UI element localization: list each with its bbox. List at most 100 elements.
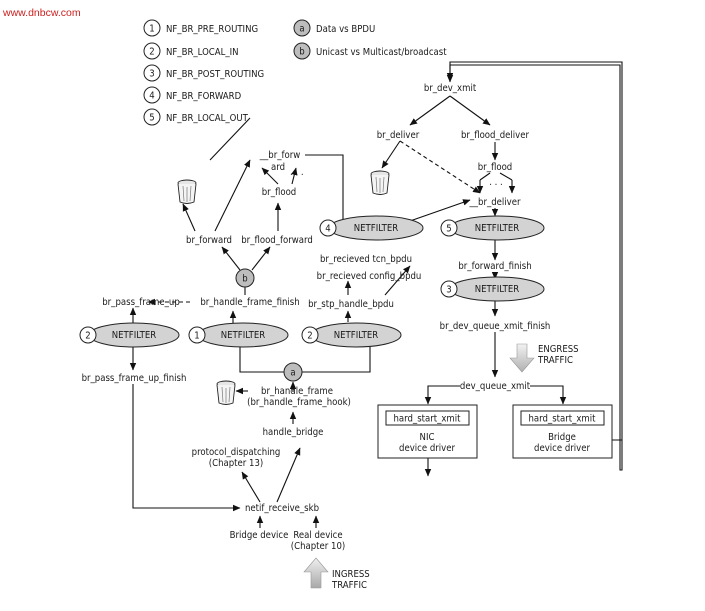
node-protocol-dispatching: protocol_dispatching — [192, 447, 281, 458]
node-br-stp-handle-bpdu: br_stp_handle_bpdu — [308, 299, 394, 310]
node-br-flood-left: br_flood — [262, 187, 296, 198]
node-real-device: Real device — [293, 530, 342, 541]
node-bridge-device: Bridge device — [230, 530, 289, 541]
arrow-to-bridge-driver — [530, 385, 567, 405]
netfilter-2-right: NETFILTER 2 — [301, 322, 402, 348]
netfilter-label: NETFILTER — [354, 223, 399, 234]
legend-number: 4 — [149, 91, 154, 102]
hook-number: 3 — [446, 285, 451, 296]
hook-circle — [188, 326, 206, 344]
legend-number: 3 — [149, 69, 154, 80]
node-br-forward-finish: br_forward_finish — [458, 261, 531, 272]
netfilter-label: NETFILTER — [221, 330, 266, 341]
netfilter-1: NETFILTER 1 — [188, 322, 289, 348]
decision-letter: a — [290, 368, 295, 379]
legend-item-1: 1 NF_BR_PRE_ROUTING — [143, 19, 258, 37]
arrow-br-deliver-to-deliver — [399, 140, 481, 194]
netfilter-4: NETFILTER 4 — [319, 215, 424, 241]
node-handle-bridge: handle_bridge — [263, 427, 324, 438]
node-br-forward: br_forward — [186, 235, 232, 246]
arrow-br-deliver-to-trash — [381, 140, 401, 169]
engress-label-1: ENGRESS — [538, 344, 579, 355]
legend-text: Data vs BPDU — [316, 24, 375, 35]
netfilter-3: NETFILTER 3 — [440, 276, 545, 302]
node-br-handle-frame: br_handle_frame — [261, 386, 333, 397]
watermark: www.dnbcw.com — [2, 7, 81, 19]
hook-circle — [319, 219, 337, 237]
legend-item-a: a Data vs BPDU — [293, 19, 375, 37]
node-br-flood-forward: br_flood_forward — [241, 235, 313, 246]
engress-label-2: TRAFFIC — [537, 355, 573, 366]
arrow-stp-to-tcn — [384, 265, 411, 296]
hard-start-xmit-label: hard_start_xmit — [529, 414, 597, 425]
legend-text: NF_BR_FORWARD — [166, 91, 242, 102]
arrow-br-forward-to-br-forw — [214, 159, 251, 232]
ingress-label-2: TRAFFIC — [331, 580, 367, 591]
netfilter-5: NETFILTER 5 — [440, 215, 545, 241]
decision-b: b — [235, 268, 255, 288]
node-br-pass-frame-up-finish: br_pass_frame_up_finish — [82, 373, 187, 384]
decision-a: a — [283, 362, 303, 382]
node-protocol-chapter: (Chapter 13) — [209, 458, 263, 469]
legend-text: NF_BR_PRE_ROUTING — [166, 24, 258, 35]
arrow-netif-to-handle-bridge — [276, 447, 301, 503]
hook-circle — [301, 326, 319, 344]
ingress-traffic-arrow-icon — [303, 557, 329, 589]
arrow-to-br-flood-deliver — [449, 95, 491, 126]
hook-number: 4 — [325, 224, 330, 235]
line-nf4-to-br-forw — [305, 154, 344, 225]
arrow-br-forward-to-trash — [182, 203, 196, 232]
dots-left: · · · — [290, 170, 304, 181]
legend-number: 1 — [149, 24, 154, 35]
bridge-device-driver: hard_start_xmit Bridge device driver — [512, 404, 613, 459]
legend-item-5: 5 NF_BR_LOCAL_OUT — [143, 108, 249, 126]
netfilter-2-left: NETFILTER 2 — [79, 322, 180, 348]
hook-number: 5 — [446, 224, 451, 235]
device-driver-label: device driver — [399, 443, 455, 454]
hook-number: 2 — [307, 331, 312, 342]
decision-letter: b — [242, 274, 247, 285]
hard-start-xmit-box — [385, 410, 470, 426]
bridge-label: Bridge — [548, 432, 576, 443]
netfilter-label: NETFILTER — [112, 330, 157, 341]
hook-number: 1 — [194, 331, 199, 342]
trash-icon — [370, 170, 390, 195]
arrow-b-to-flood-forward — [251, 246, 271, 271]
arrow-pass-finish-to-netif — [132, 384, 241, 512]
node-br-forw-line1: __br_forw — [259, 150, 301, 161]
node-br-deliver: br_deliver — [377, 130, 420, 141]
node-br-dev-xmit: br_dev_xmit — [424, 83, 477, 94]
node-br-recieved-tcn-bpdu: br_recieved tcn_bpdu — [320, 254, 412, 265]
engress-traffic-arrow-icon — [509, 343, 535, 373]
arrow-to-nic-driver — [424, 385, 460, 405]
node-br-deliver-internal: __br_deliver — [468, 197, 521, 208]
node-netif-receive-skb: netif_receive_skb — [245, 503, 319, 514]
netfilter-label: NETFILTER — [475, 223, 520, 234]
line-forward-to-br-forw — [209, 117, 251, 161]
node-br-handle-frame-finish: br_handle_frame_finish — [200, 297, 299, 308]
decision-circle — [283, 362, 303, 382]
dots-right: · · · — [489, 180, 503, 191]
netfilter-label: NETFILTER — [475, 284, 520, 295]
netfilter-label: NETFILTER — [334, 330, 379, 341]
hook-circle — [440, 219, 458, 237]
legend-text: NF_BR_LOCAL_IN — [166, 47, 239, 58]
legend-number: 2 — [149, 47, 154, 58]
node-br-dev-queue-xmit-finish: br_dev_queue_xmit_finish — [440, 321, 551, 332]
node-real-device-chapter: (Chapter 10) — [291, 541, 345, 552]
flood-fan-lines — [479, 172, 513, 181]
node-br-forw-line2: ard — [271, 162, 285, 173]
nic-label: NIC — [420, 432, 435, 443]
node-br-flood-right: br_flood — [478, 162, 512, 173]
arrow-b-to-br-forward — [221, 246, 241, 271]
legend-letter: a — [299, 24, 304, 35]
legend-text: NF_BR_POST_ROUTING — [166, 69, 264, 80]
legend-text: Unicast vs Multicast/broadcast — [316, 47, 447, 58]
node-br-handle-frame-hook: (br_handle_frame_hook) — [247, 397, 351, 408]
arrow-loop-back — [446, 61, 623, 441]
device-driver-label: device driver — [534, 443, 590, 454]
trash-icon — [216, 380, 236, 405]
legend-item-b: b Unicast vs Multicast/broadcast — [293, 42, 447, 60]
node-br-recieved-config-bpdu: br_recieved config_bpdu — [317, 271, 422, 282]
